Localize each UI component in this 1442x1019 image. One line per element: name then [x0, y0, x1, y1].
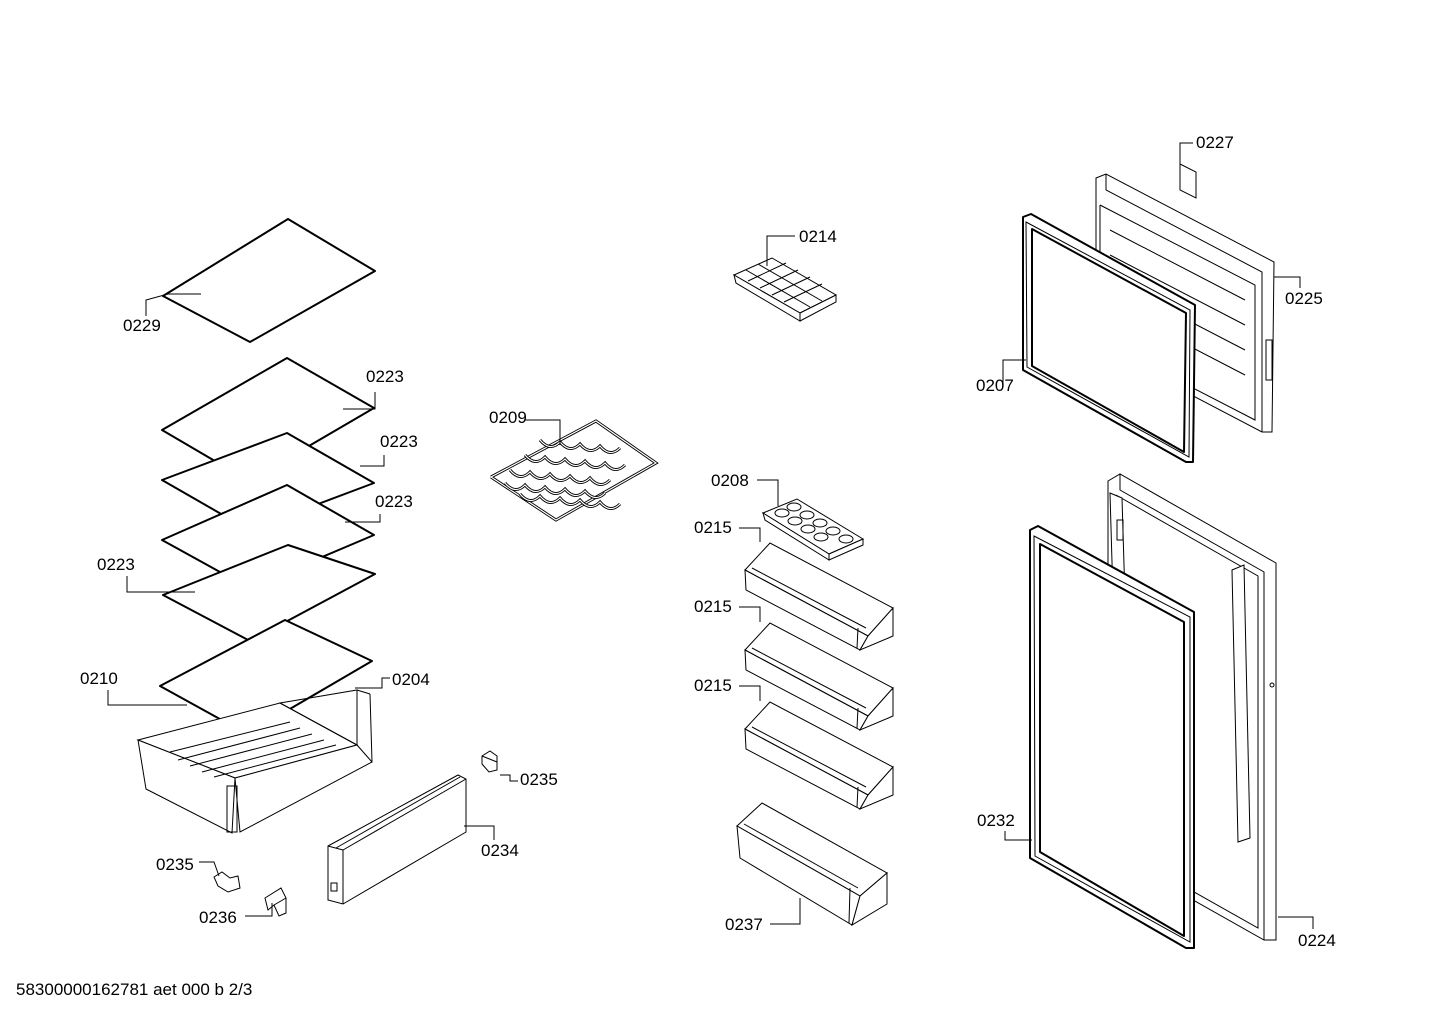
callout-0204: 0204: [392, 670, 430, 689]
callout-0208: 0208: [711, 471, 749, 490]
callout-0236: 0236: [199, 908, 237, 927]
callout-0223-b: 0223: [380, 432, 418, 451]
clip-0235-left: [213, 871, 241, 893]
door-balcony-0215-a: [744, 542, 894, 652]
callout-0229: 0229: [123, 316, 161, 335]
drawer-front-0234: [327, 774, 467, 905]
egg-tray-0208: [761, 498, 865, 561]
glass-shelf-0223-b: [161, 432, 375, 531]
callout-0215-c: 0215: [694, 676, 732, 695]
callout-0223-d: 0223: [97, 555, 135, 574]
leader-lines: [107, 142, 1314, 929]
callout-0223-a: 0223: [366, 367, 404, 386]
callout-0234: 0234: [481, 841, 519, 860]
callout-0223-c: 0223: [375, 492, 413, 511]
callout-0215-b: 0215: [694, 597, 732, 616]
callout-0235-b: 0235: [156, 855, 194, 874]
glass-shelf-0210: [159, 619, 373, 735]
bottle-balcony-0237: [736, 802, 888, 927]
ice-tray-0214: [732, 257, 838, 322]
bottle-rack-0209: [490, 419, 659, 522]
callout-labels: 0229 0223 0223 0223 0223 0210 0204 0209 …: [80, 133, 1336, 950]
callout-0225: 0225: [1285, 289, 1323, 308]
clip-0235-right: [481, 750, 498, 773]
callout-0214: 0214: [799, 227, 837, 246]
label-0227: [1179, 163, 1197, 199]
door-balcony-0215-c: [744, 701, 894, 811]
freezer-door-seal-0207: [1022, 213, 1196, 463]
door-balcony-0215-b: [744, 622, 894, 732]
callout-0209: 0209: [489, 408, 527, 427]
glass-shelf-0223-d: [162, 544, 376, 642]
callout-0210: 0210: [80, 669, 118, 688]
crisper-drawer-0204: [136, 689, 373, 834]
glass-shelf-0229: [162, 218, 376, 343]
callout-0237: 0237: [725, 915, 763, 934]
callout-0207: 0207: [976, 376, 1014, 395]
callout-0227: 0227: [1196, 133, 1234, 152]
callout-0232: 0232: [977, 811, 1015, 830]
callout-0235-a: 0235: [520, 770, 558, 789]
drawing-code: 58300000162781 aet 000 b 2/3: [16, 980, 253, 999]
callout-0224: 0224: [1298, 931, 1336, 950]
callout-0215-a: 0215: [694, 518, 732, 537]
clip-0236: [264, 887, 287, 917]
fridge-door-seal-0232: [1029, 525, 1195, 949]
